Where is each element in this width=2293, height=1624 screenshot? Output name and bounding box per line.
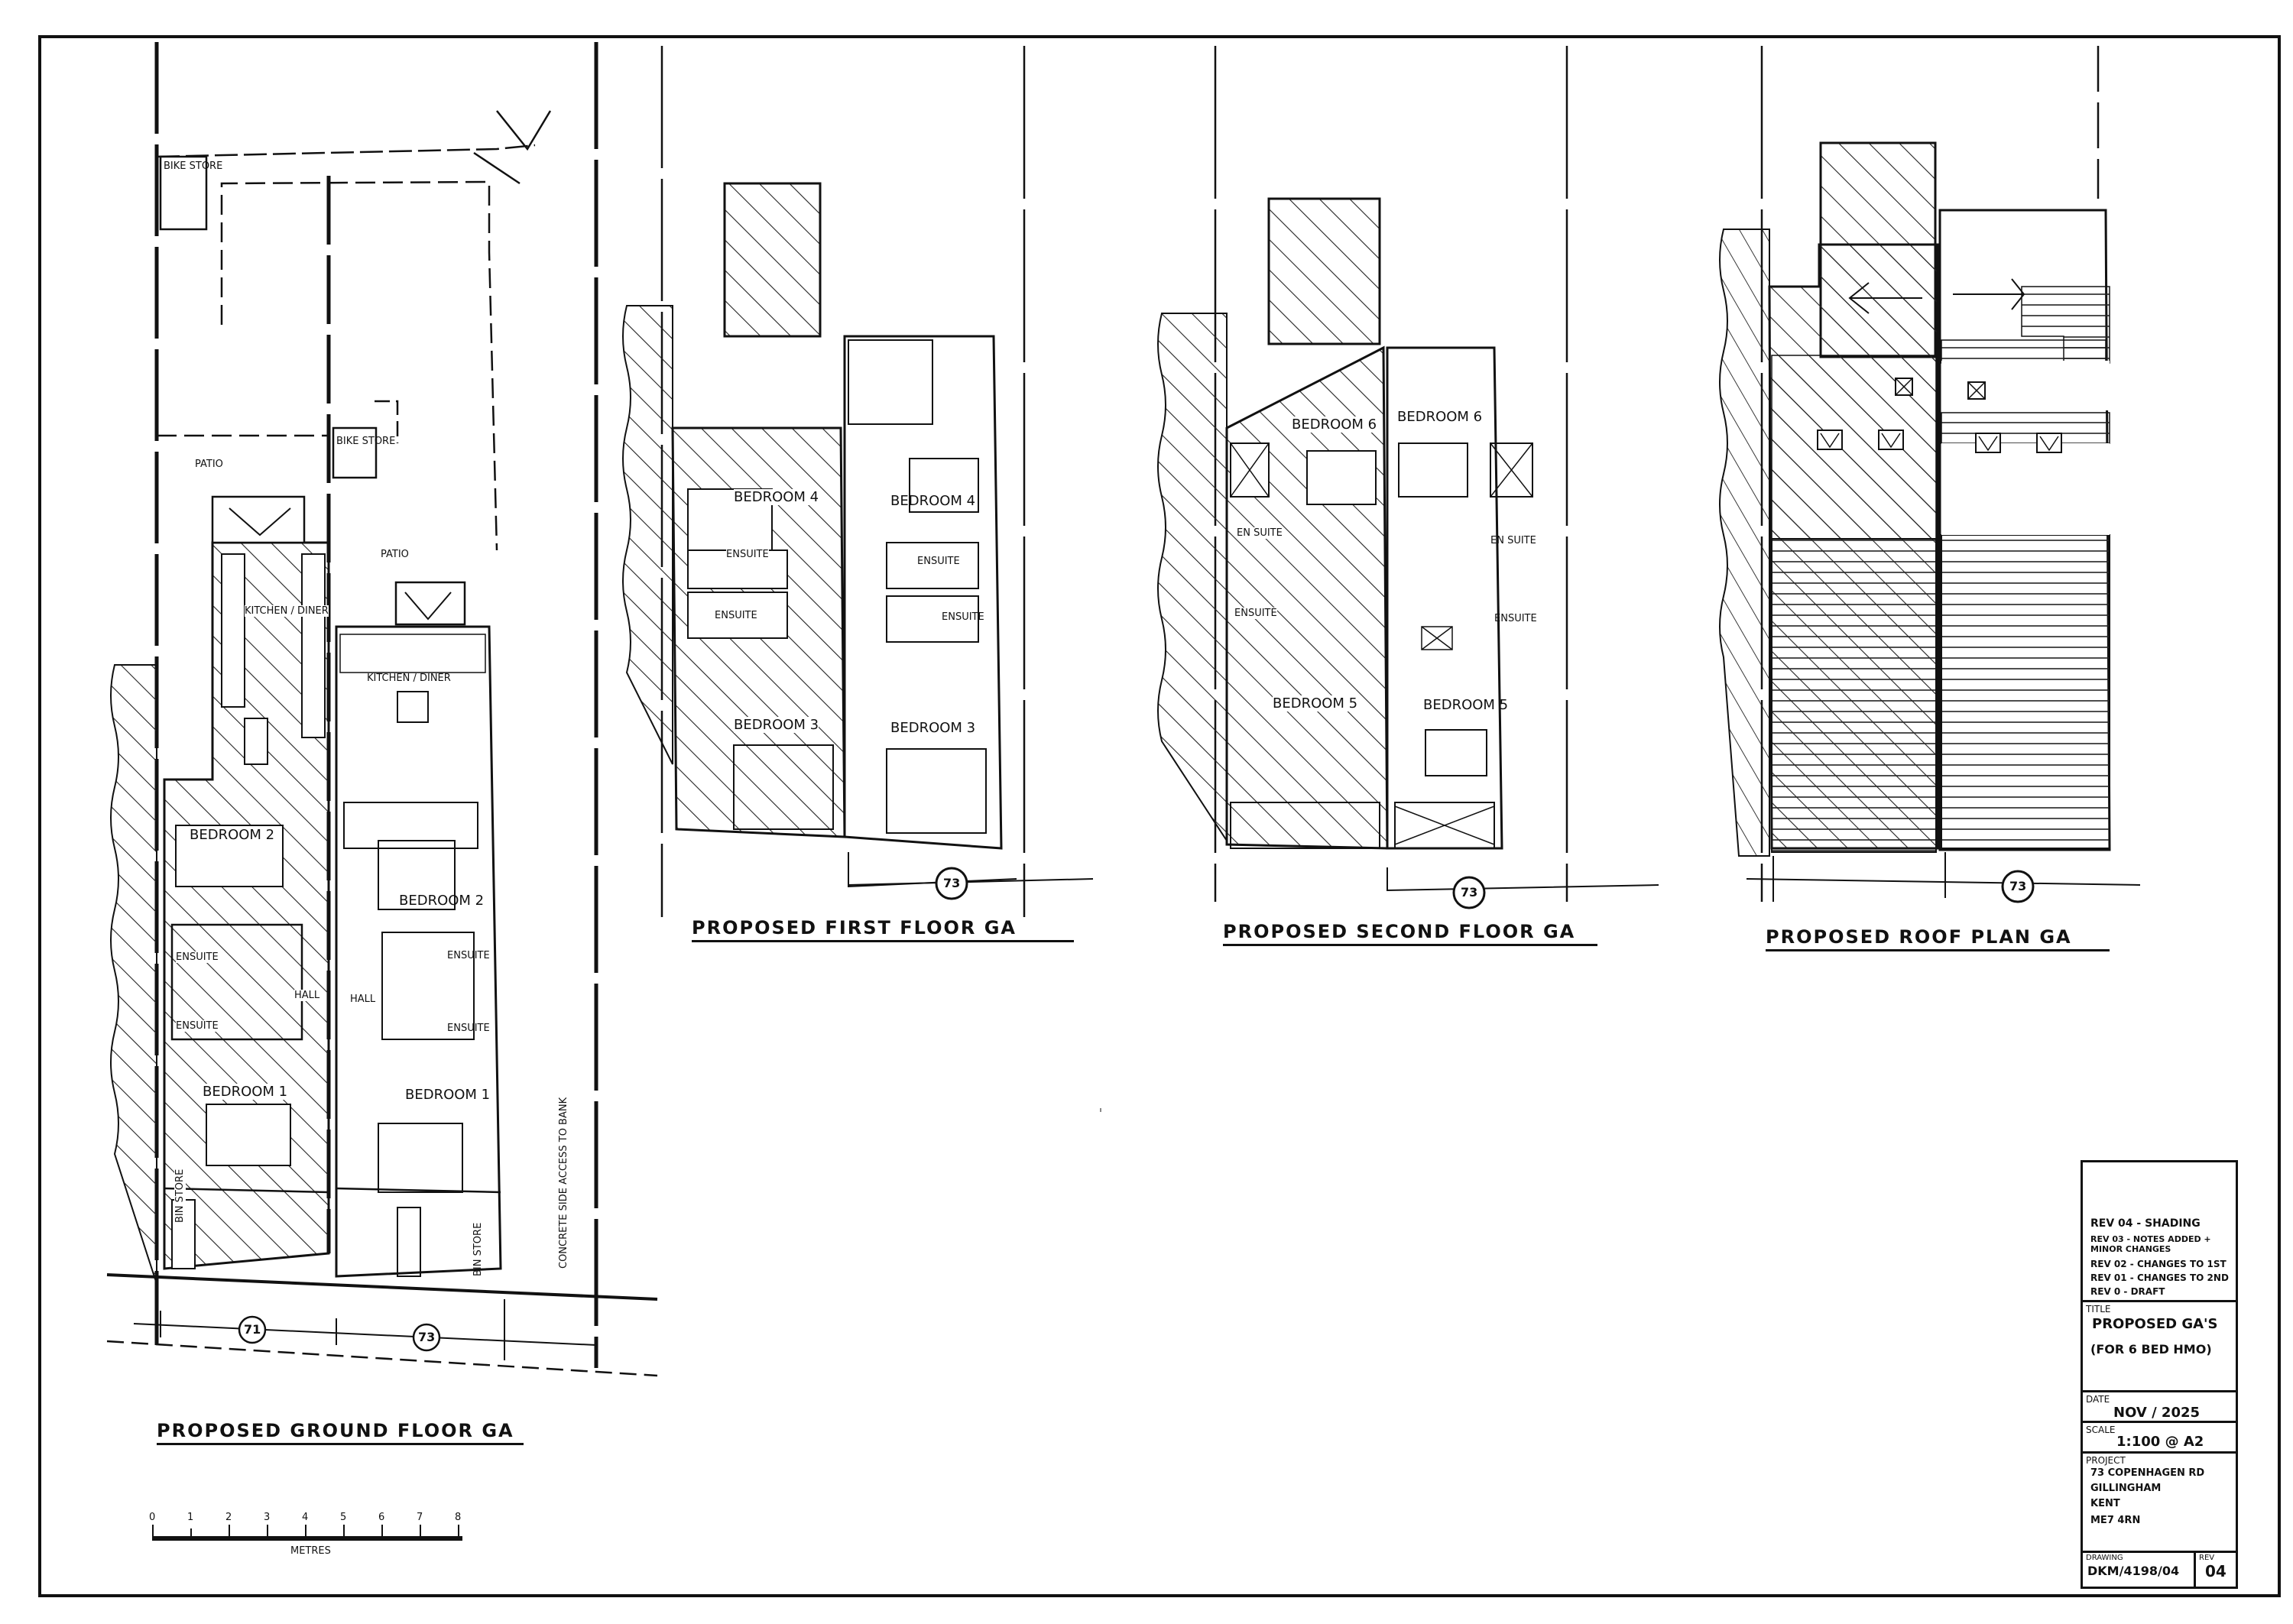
room-label-kitchen-71: KITCHEN / DINER [245, 605, 329, 617]
room-label-ensuite-sf-a: EN SUITE [1237, 527, 1283, 539]
revision-03: REV 03 - NOTES ADDED + MINOR CHANGES [2090, 1234, 2211, 1254]
date-section: DATE NOV / 2025 [2083, 1390, 2236, 1421]
room-label-bedroom-2-73: BEDROOM 2 [399, 893, 485, 909]
room-label-bedroom-3-a: BEDROOM 3 [734, 717, 819, 733]
room-label-hall-71: HALL [294, 990, 320, 1001]
room-label-ensuite-ff-c: ENSUITE [715, 610, 757, 621]
revision-04: REV 04 - SHADING [2090, 1217, 2201, 1230]
room-label-ensuite-ff-d: ENSUITE [942, 611, 984, 623]
side-access-note: CONCRETE SIDE ACCESS TO BANK [558, 1097, 569, 1269]
ground-floor-plan [106, 42, 658, 1377]
revision-0: REV 0 - DRAFT [2090, 1286, 2165, 1297]
room-label-ensuite-ff-a: ENSUITE [726, 549, 769, 560]
house-number-73-roof: 73 [2009, 879, 2027, 893]
plan-title-ground-floor: PROPOSED GROUND FLOOR GA [157, 1420, 524, 1445]
project-section: PROJECT 73 COPENHAGEN RD GILLINGHAM KENT… [2083, 1451, 2236, 1526]
plan-title-first-floor: PROPOSED FIRST FLOOR GA [692, 917, 1074, 942]
room-label-bin-store-73: BIN STORE [472, 1222, 484, 1276]
room-label-ensuite-71b: ENSUITE [176, 1020, 219, 1032]
room-label-bike-store-71: BIKE STORE [164, 160, 223, 172]
drawing-title-line1: PROPOSED GA'S [2092, 1316, 2218, 1332]
roof-plan [1719, 46, 2141, 903]
scale-tick-7: 7 [417, 1512, 423, 1523]
room-label-ensuite-ff-b: ENSUITE [917, 556, 960, 567]
rev-divider [2194, 1553, 2196, 1587]
plan-title-second-floor: PROPOSED SECOND FLOOR GA [1223, 921, 1597, 946]
room-label-ensuite-73a: ENSUITE [447, 950, 490, 961]
room-label-bedroom-6-b: BEDROOM 6 [1397, 409, 1483, 425]
scale-tick-8: 8 [455, 1512, 462, 1523]
room-label-kitchen-73: KITCHEN / DINER [367, 673, 451, 684]
scale-tick-6: 6 [378, 1512, 385, 1523]
scale-tick-2: 2 [225, 1512, 232, 1523]
drawing-number-section: DRAWING DKM/4198/04 REV 04 [2083, 1551, 2236, 1587]
room-label-bedroom-5-b: BEDROOM 5 [1423, 697, 1509, 713]
house-number-73-first: 73 [943, 876, 961, 890]
room-label-ensuite-sf-c: ENSUITE [1234, 608, 1277, 619]
room-label-bedroom-2-71: BEDROOM 2 [190, 827, 275, 843]
revision-02: REV 02 - CHANGES TO 1ST [2090, 1259, 2227, 1269]
date-caption: DATE [2086, 1394, 2110, 1405]
room-label-patio-73: PATIO [381, 549, 409, 560]
room-label-hall-73: HALL [350, 994, 376, 1005]
house-number-71: 71 [244, 1322, 261, 1337]
scale-unit: METRES [290, 1545, 331, 1557]
project-address-line1: 73 COPENHAGEN RD [2090, 1467, 2205, 1479]
house-number-73-ground: 73 [418, 1330, 436, 1344]
project-address-line3: KENT [2090, 1498, 2120, 1509]
room-label-ensuite-73b: ENSUITE [447, 1023, 490, 1034]
room-label-ensuite-71a: ENSUITE [176, 951, 219, 963]
revision-01: REV 01 - CHANGES TO 2ND [2090, 1272, 2229, 1283]
room-label-patio-71: PATIO [195, 459, 223, 470]
project-caption: PROJECT [2086, 1455, 2126, 1466]
room-label-bedroom-4-a: BEDROOM 4 [734, 489, 819, 505]
room-label-bin-store-71: BIN STORE [174, 1169, 186, 1223]
revision-number: 04 [2205, 1562, 2227, 1580]
scale-tick-1: 1 [187, 1512, 194, 1523]
room-label-bedroom-5-a: BEDROOM 5 [1273, 695, 1358, 712]
room-label-bedroom-6-a: BEDROOM 6 [1292, 417, 1377, 433]
scale-bar [152, 1525, 462, 1541]
title-section: TITLE PROPOSED GA'S (FOR 6 BED HMO) [2083, 1300, 2236, 1357]
room-label-ensuite-sf-b: EN SUITE [1490, 535, 1536, 546]
room-label-ensuite-sf-d: ENSUITE [1494, 613, 1537, 624]
room-label-bedroom-1-71: BEDROOM 1 [203, 1084, 288, 1100]
title-block: REV 04 - SHADING REV 03 - NOTES ADDED + … [2081, 1160, 2238, 1589]
scale-section: SCALE 1:100 @ A2 [2083, 1421, 2236, 1450]
scale-caption: SCALE [2086, 1425, 2116, 1435]
first-floor-plan [622, 46, 1101, 1112]
drawing-scale: 1:100 @ A2 [2116, 1434, 2204, 1450]
room-label-bedroom-1-73: BEDROOM 1 [405, 1087, 491, 1103]
room-label-bike-store-73: BIKE STORE [336, 436, 396, 447]
house-number-73-second: 73 [1461, 885, 1478, 900]
room-label-bedroom-3-b: BEDROOM 3 [890, 720, 976, 736]
drawing-caption: DRAWING [2086, 1554, 2123, 1562]
title-caption: TITLE [2086, 1304, 2111, 1314]
drawing-title-line2: (FOR 6 BED HMO) [2090, 1342, 2212, 1357]
plan-title-roof: PROPOSED ROOF PLAN GA [1766, 926, 2110, 951]
project-address-line2: GILLINGHAM [2090, 1483, 2162, 1494]
room-label-bedroom-4-b: BEDROOM 4 [890, 493, 976, 509]
scale-tick-3: 3 [264, 1512, 271, 1523]
scale-tick-0: 0 [149, 1512, 156, 1523]
second-floor-plan [1157, 46, 1659, 909]
drawing-date: NOV / 2025 [2113, 1405, 2201, 1421]
scale-tick-5: 5 [340, 1512, 347, 1523]
rev-caption: REV [2199, 1554, 2215, 1562]
drawing-number: DKM/4198/04 [2087, 1564, 2180, 1578]
scale-tick-4: 4 [302, 1512, 309, 1523]
project-postcode: ME7 4RN [2090, 1515, 2141, 1526]
